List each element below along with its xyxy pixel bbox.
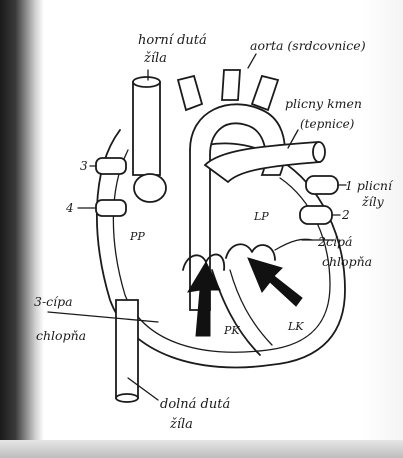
label-bicuspid-line1: 2cípá xyxy=(317,234,352,249)
label-pulmonary-trunk-line2: (tepnice) xyxy=(300,117,355,131)
label-left-pulmonary-veins-line2: žíly xyxy=(361,194,385,209)
label-right-ventricle: PK xyxy=(223,324,240,337)
label-svc-line1: horní dutá xyxy=(138,33,207,48)
label-right-atrium: PP xyxy=(129,230,145,243)
label-left-pulmonary-veins-line1: 1 plicní xyxy=(345,178,394,193)
label-ivc-line1: dolná dutá xyxy=(160,397,230,412)
label-left-atrium: LP xyxy=(253,210,269,223)
label-aorta: aorta (srdcovnice) xyxy=(250,38,366,53)
label-ivc-line2: žíla xyxy=(169,417,193,432)
label-pulmonary-trunk-line1: plicny kmen xyxy=(285,96,362,111)
label-bicuspid-line2: chlopňa xyxy=(322,254,372,269)
label-left-ventricle: LK xyxy=(287,320,304,333)
label-vein-3: 3 xyxy=(80,159,88,173)
label-tricuspid-line1: 3-cípa xyxy=(34,294,73,309)
label-svc-line2: žíla xyxy=(143,51,167,66)
label-vein-4: 4 xyxy=(65,201,74,215)
label-vein-2: 2 xyxy=(341,208,350,222)
label-tricuspid-line2: chlopňa xyxy=(36,328,86,343)
